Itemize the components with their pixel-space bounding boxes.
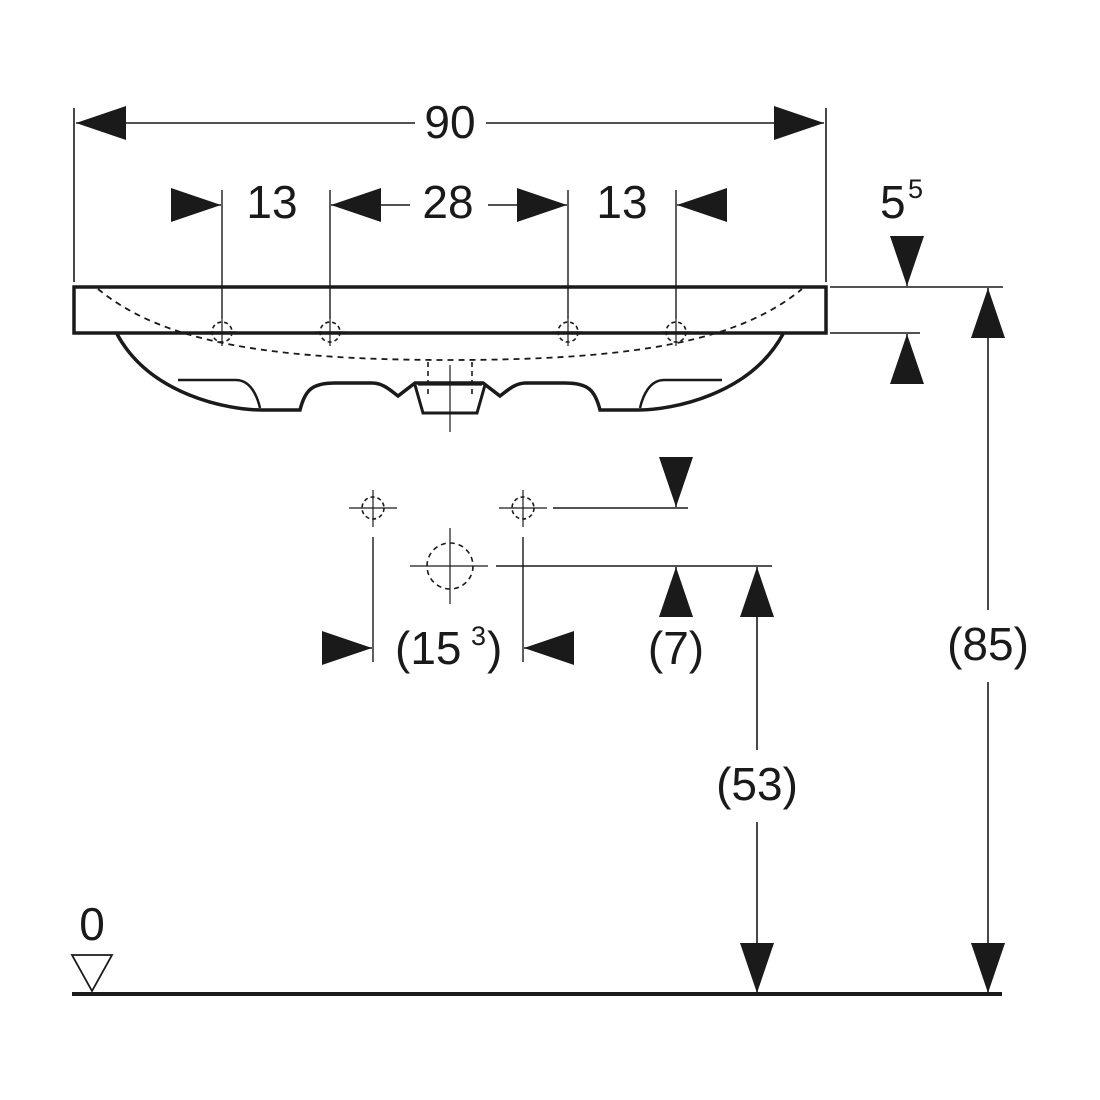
rim-thickness-label: 5 [880, 176, 906, 228]
floor-level-label: 0 [79, 898, 105, 950]
tap-hole-3 [553, 317, 583, 346]
overall-width-label: 90 [424, 96, 475, 148]
basin-rim [72, 285, 828, 335]
drain-connection [410, 528, 488, 604]
hole-right-offset-label: 13 [596, 176, 647, 228]
connection-spacing-dimension: (15 3 ) [322, 537, 574, 674]
hole-left-offset-label: 13 [246, 176, 297, 228]
drain-height-label: (53) [716, 758, 798, 810]
basin-bowl-outline [115, 333, 785, 412]
hole-center-spacing-label: 28 [422, 176, 473, 228]
connection-spacing-close: ) [487, 622, 502, 674]
rim-thickness-dimension: 5 5 [830, 174, 1003, 384]
connection-offset-dimension: (7) [496, 457, 772, 674]
tap-hole-1 [207, 317, 237, 346]
rim-height-dimension: (85) [947, 288, 1029, 993]
tap-hole-spacing-dimensions: 13 28 13 [171, 176, 727, 318]
basin-inner-contour [97, 288, 803, 361]
floor-level: 0 [70, 898, 1002, 996]
overall-width-dimension: 90 [73, 96, 827, 282]
tap-hole-4 [661, 317, 691, 346]
connection-spacing-label: (15 [395, 622, 461, 674]
rim-height-label: (85) [947, 618, 1029, 670]
rim-thickness-superscript: 5 [908, 174, 923, 204]
wall-connections [349, 490, 547, 604]
basin-right-skirt-recess [638, 378, 722, 409]
connection-offset-label: (7) [648, 622, 704, 674]
tap-hole-2 [315, 317, 345, 346]
drain-height-dimension: (53) [716, 567, 798, 993]
drain-hidden-lines [427, 362, 473, 398]
connection-left [349, 490, 397, 527]
washbasin-side-view [72, 285, 828, 432]
basin-left-skirt-recess [178, 378, 262, 409]
connection-spacing-superscript: 3 [471, 621, 486, 651]
level-marker-icon [70, 954, 114, 993]
connection-right [499, 490, 547, 527]
